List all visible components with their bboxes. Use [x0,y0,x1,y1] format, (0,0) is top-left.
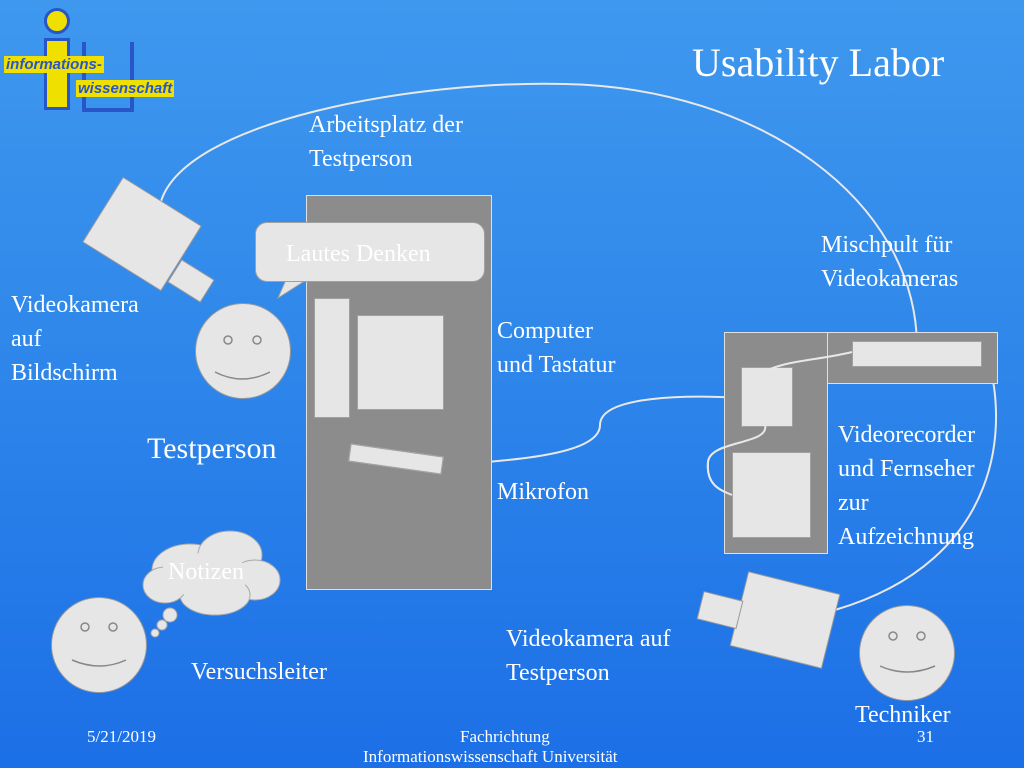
techniker-face [859,605,955,701]
label-testperson: Testperson [147,432,277,465]
label-mikrofon: Mikrofon [497,479,589,505]
tv-screen [732,452,811,538]
thought-cloud [142,530,281,638]
label-videokamera-bildschirm-line2: auf [11,326,42,352]
camera-monitor-icon [82,176,215,303]
label-videorecorder-line1: Videorecorder [838,422,976,448]
label-lautes-denken: Lautes Denken [286,241,431,267]
speech-bubble [255,222,485,282]
versuchsleiter-face [51,597,147,693]
label-arbeitsplatz-line2: Testperson [309,146,413,172]
footer-center-line1: Fachrichtung [460,727,550,746]
label-videokamera-testperson-line1: Videokamera auf [506,626,671,652]
logo-letter-i [44,38,70,110]
footer-date: 5/21/2019 [87,727,156,746]
videorecorder [741,367,793,427]
monitor [357,315,444,410]
label-techniker: Techniker [855,702,951,728]
camera-testperson-icon [696,571,841,669]
label-videorecorder-line2: und Fernseher [838,456,975,482]
logo-letter-i-dot [44,8,70,34]
label-computer-line2: und Tastatur [497,352,616,378]
logo-line2: wissenschaft [76,80,175,97]
label-mischpult-line2: Videokameras [821,266,959,292]
label-videorecorder-line3: zur [838,490,869,516]
slide-title: Usability Labor [692,40,945,85]
label-computer-line1: Computer [497,318,593,344]
label-arbeitsplatz-line1: Arbeitsplatz der [309,112,463,138]
label-videorecorder-line4: Aufzeichnung [838,524,974,550]
computer-tower [314,298,350,418]
footer-page-number: 31 [917,727,934,746]
label-notizen: Notizen [168,559,244,585]
logo-letter-w [82,42,134,112]
label-mischpult-line1: Mischpult für [821,232,953,258]
logo: informations- wissenschaft [4,4,175,120]
label-versuchsleiter: Versuchsleiter [191,659,327,685]
mixer-slot [852,341,982,367]
label-videokamera-bildschirm-line1: Videokamera [11,292,139,318]
footer-center-line2: Informationswissenschaft Universität [363,747,618,766]
logo-line1: informations- [4,56,104,73]
label-videokamera-testperson-line2: Testperson [506,660,610,686]
label-videokamera-bildschirm-line3: Bildschirm [11,360,118,386]
testperson-face [195,303,291,399]
